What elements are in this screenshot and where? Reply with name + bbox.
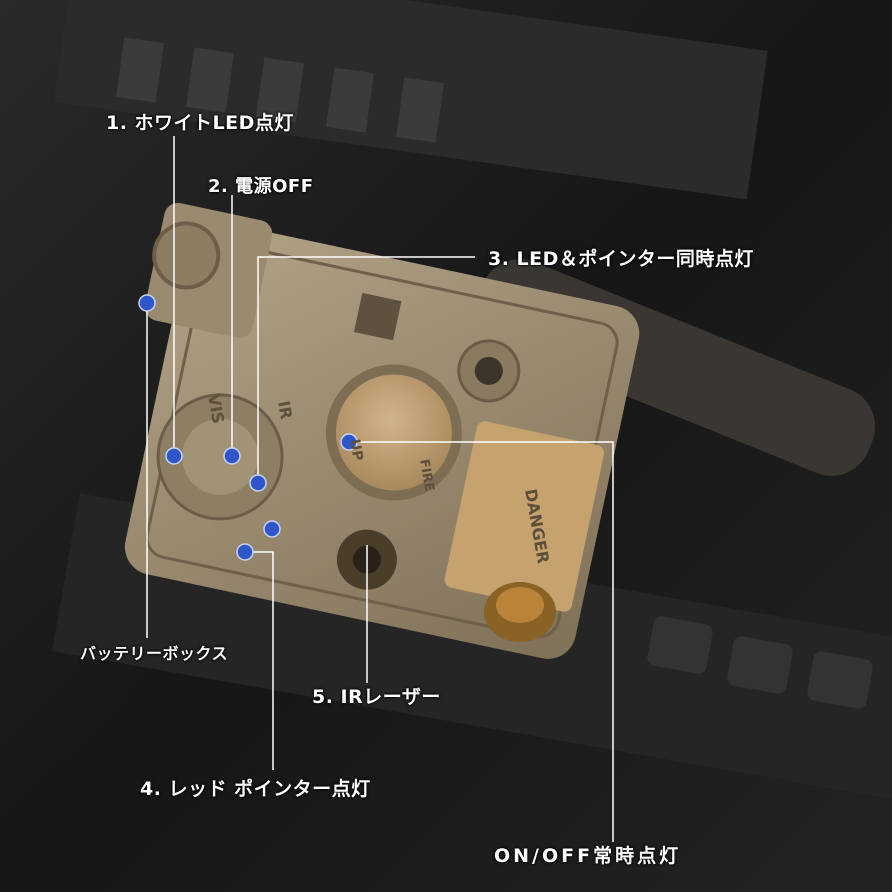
marking-ir: IR	[274, 399, 296, 420]
leader-lines	[146, 136, 614, 842]
marker-red-pointer-a	[263, 520, 281, 538]
blue-markers	[138, 294, 358, 561]
callout-battery-box: バッテリーボックス	[80, 644, 229, 663]
rail-slots	[116, 37, 444, 143]
marking-vis: VIS	[204, 392, 228, 425]
callout-ir-laser: 5. IRレーザー	[312, 686, 441, 708]
handguard-slots	[647, 616, 873, 709]
marker-on-off	[340, 433, 358, 451]
upper-rail	[53, 0, 768, 200]
callout-red-pointer: 4. レッド ポインター点灯	[140, 778, 371, 800]
marker-power-off	[223, 447, 241, 465]
callout-power-off: 2. 電源OFF	[208, 176, 314, 197]
callout-white-led: 1. ホワイトLED点灯	[106, 112, 294, 134]
marker-battery	[138, 294, 156, 312]
marker-red-pointer-b	[236, 543, 254, 561]
callout-on-off: ON/OFF常時点灯	[494, 845, 682, 867]
marker-led-pointer	[249, 474, 267, 492]
callout-led-pointer: 3. LED＆ポインター同時点灯	[488, 248, 754, 270]
marking-fire: FIRE	[416, 458, 436, 493]
laser-device	[124, 202, 640, 659]
marker-white-led	[165, 447, 183, 465]
marking-up: UP	[346, 438, 366, 462]
